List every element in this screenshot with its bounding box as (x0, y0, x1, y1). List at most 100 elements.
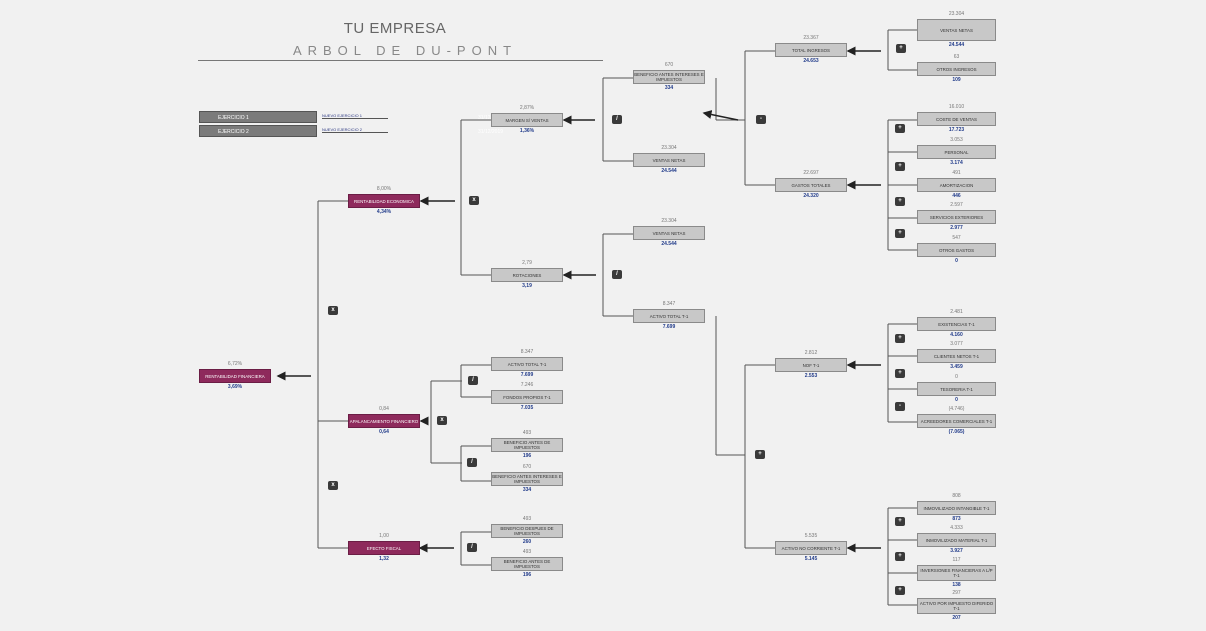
bai-apal-node[interactable]: BENEFICIO ANTES DE IMPUESTOS (491, 438, 563, 452)
bdi-fiscal-node[interactable]: BENEFICIO DESPUES DE IMPUESTOS (491, 524, 563, 538)
amortizacion-node[interactable]: AMORTIZACION (917, 178, 996, 192)
period-1-new-link[interactable]: NUEVO EJERCICIO 1 (322, 113, 388, 119)
gastos-totales-node[interactable]: GASTOS TOTALES (775, 178, 847, 192)
activo-imp-dif-value-prev: 297 (952, 590, 961, 596)
efecto-fiscal-value-prev: 1,00 (379, 533, 389, 539)
period-2-selector[interactable]: EJERCICIO 2 31/12/2019 (199, 125, 503, 137)
otros-gastos-node[interactable]: OTROS GASTOS (917, 243, 996, 257)
inmov-mat-node[interactable]: INMOVILIZADO MATERIAL t-1 (917, 533, 996, 547)
activo-no-corr-node[interactable]: ACTIVO NO CORRIENTE t-1 (775, 541, 847, 555)
rent-fin-value-curr: 3,69% (227, 384, 243, 390)
nof-value-prev: 2.812 (804, 350, 818, 356)
coste-ventas-value-prev: 16.010 (948, 104, 965, 110)
nof-value-curr: 2.553 (804, 373, 818, 379)
page-title: ARBOL DE DU-PONT (292, 43, 518, 58)
servicios-ext-value-curr: 2.977 (950, 225, 963, 231)
plus-operator: + (895, 162, 905, 171)
divide-operator: / (612, 115, 622, 124)
clientes-node[interactable]: CLIENTES NETOS t-1 (917, 349, 996, 363)
rent-eco-node[interactable]: RENTABILIDAD ECONOMICA (348, 194, 420, 208)
plus-operator: + (895, 229, 905, 238)
existencias-node[interactable]: EXISTENCIAS t-1 (917, 317, 996, 331)
period-1-selector[interactable]: EJERCICIO 1 31/12/2020 (199, 111, 503, 123)
plus-operator: + (896, 44, 906, 53)
activo-imp-dif-value-curr: 207 (952, 615, 961, 621)
plus-operator: + (895, 369, 905, 378)
tesoreria-node[interactable]: TESORERIA t-1 (917, 382, 996, 396)
otros-gastos-value-curr: 0 (955, 258, 958, 264)
amortizacion-value-curr: 446 (952, 193, 961, 199)
activo-rot-node[interactable]: ACTIVO TOTAL t-1 (633, 309, 705, 323)
inmov-intang-node[interactable]: INMOVILIZADO INTANGIBLE t-1 (917, 501, 996, 515)
ventas-margen-value-prev: 23.304 (661, 145, 677, 151)
activo-apal-value-prev: 8.347 (520, 349, 534, 355)
baii-apal-node[interactable]: BENEFICIO ANTES INTERESES E IMPUESTOS (491, 472, 563, 486)
fondos-propios-value-prev: 7.246 (520, 382, 534, 388)
acreedores-value-prev: (4.746) (948, 406, 965, 412)
efecto-fiscal-node[interactable]: EFECTO FISCAL (348, 541, 420, 555)
rent-fin-value-prev: 6,72% (227, 361, 243, 367)
period-2-label: EJERCICIO 2 (218, 129, 249, 135)
acreedores-value-curr: (7.065) (948, 429, 965, 435)
ventas-rot-node[interactable]: VENTAS NETAS (633, 226, 705, 240)
fondos-propios-value-curr: 7.035 (520, 405, 534, 411)
gastos-totales-value-curr: 24.320 (803, 193, 819, 199)
otros-gastos-value-prev: 547 (952, 235, 961, 241)
rotaciones-node[interactable]: ROTACIONES (491, 268, 563, 282)
activo-rot-value-prev: 8.347 (662, 301, 676, 307)
gastos-totales-value-prev: 22.697 (803, 170, 819, 176)
existencias-value-curr: 4.160 (950, 332, 963, 338)
company-title: TU EMPRESA (343, 20, 447, 37)
rent-fin-node[interactable]: RENTABILIDAD FINANCIERA (199, 369, 271, 383)
servicios-ext-node[interactable]: SERVICIOS EXTERIORES (917, 210, 996, 224)
period-2-date: 31/12/2019 (478, 129, 504, 135)
amortizacion-value-prev: 491 (952, 170, 961, 176)
ventas-margen-node[interactable]: VENTAS NETAS (633, 153, 705, 167)
activo-apal-value-curr: 7.699 (520, 372, 534, 378)
efecto-fiscal-value-curr: 1,32 (379, 556, 389, 562)
activo-apal-node[interactable]: ACTIVO TOTAL t-1 (491, 357, 563, 371)
period-2-new-link[interactable]: NUEVO EJERCICIO 2 (322, 127, 388, 133)
margen-node[interactable]: MARGEN S/ VENTAS (491, 113, 563, 127)
bdi-fiscal-value-prev: 493 (522, 516, 532, 522)
servicios-ext-value-prev: 2.597 (950, 202, 963, 208)
title-divider (198, 60, 603, 61)
activo-imp-dif-node[interactable]: ACTIVO POR IMPUESTO DIFERIDO t-1 (917, 598, 996, 614)
activo-no-corr-value-prev: 5.535 (804, 533, 818, 539)
otros-ingresos-node[interactable]: OTROS INGRESOS (917, 62, 996, 76)
ventas-netas-r-value-prev: 23.304 (948, 11, 965, 17)
apalanc-node[interactable]: APALANCAMIENTO FINANCIERO (348, 414, 420, 428)
total-ingresos-value-curr: 24.653 (803, 58, 819, 64)
personal-node[interactable]: PERSONAL (917, 145, 996, 159)
divide-operator: / (467, 543, 477, 552)
plus-operator: + (895, 197, 905, 206)
baii-margen-node[interactable]: BENEFICIO ANTES INTERESES E IMPUESTOS (633, 70, 705, 84)
margen-value-prev: 2,87% (519, 105, 535, 111)
inmov-mat-value-curr: 3.927 (950, 548, 963, 554)
inv-fin-value-curr: 138 (952, 582, 961, 588)
rotaciones-value-curr: 3,19 (522, 283, 532, 289)
baii-apal-value-curr: 334 (522, 487, 532, 493)
ventas-rot-value-prev: 23.304 (661, 218, 677, 224)
minus-operator: - (756, 115, 766, 124)
plus-operator: + (895, 124, 905, 133)
bai-fiscal-node[interactable]: BENEFICIO ANTES DE IMPUESTOS (491, 557, 563, 571)
inv-fin-node[interactable]: INVERSIONES FINANCIERAS A L/P t-1 (917, 565, 996, 581)
existencias-value-prev: 2.481 (950, 309, 963, 315)
multiply-operator: x (328, 306, 338, 315)
personal-value-prev: 3.053 (950, 137, 963, 143)
coste-ventas-node[interactable]: COSTE DE VENTAS (917, 112, 996, 126)
bdi-fiscal-value-curr: 260 (522, 539, 532, 545)
rotaciones-value-prev: 2,79 (522, 260, 532, 266)
multiply-operator: x (437, 416, 447, 425)
acreedores-node[interactable]: ACREEDORES COMERCIALES t-1 (917, 414, 996, 428)
nof-node[interactable]: NOF t-1 (775, 358, 847, 372)
bai-apal-value-curr: 196 (522, 453, 532, 459)
fondos-propios-node[interactable]: FONDOS PROPIOS t-1 (491, 390, 563, 404)
ventas-netas-r-node[interactable]: VENTAS NETAS (917, 19, 996, 41)
multiply-operator: x (328, 481, 338, 490)
minus-operator: - (895, 402, 905, 411)
total-ingresos-value-prev: 23.367 (803, 35, 819, 41)
total-ingresos-node[interactable]: TOTAL INGRESOS (775, 43, 847, 57)
activo-rot-value-curr: 7.699 (662, 324, 676, 330)
